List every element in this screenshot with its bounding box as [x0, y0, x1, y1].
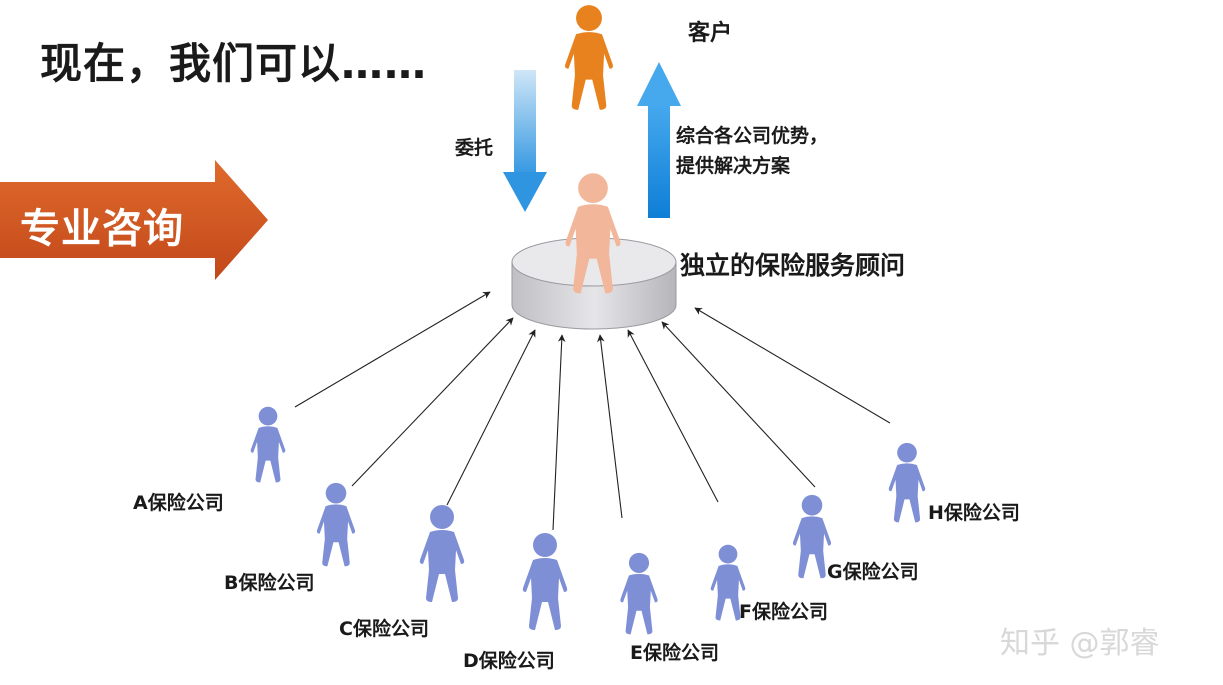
company-label-h: H保险公司 [928, 502, 1020, 524]
company-figure-d [522, 533, 568, 630]
connector-e [597, 334, 623, 519]
company-figure-c [419, 505, 465, 602]
advantage-label: 综合各公司优势， 提供解决方案 [676, 121, 828, 181]
client-label: 客户 [688, 21, 733, 46]
delegate-label: 委托 [455, 137, 494, 159]
page-title: 现在，我们可以…… [40, 39, 428, 88]
advantage-line-2: 提供解决方案 [676, 155, 791, 177]
professional-consulting-arrow [0, 160, 268, 280]
advisor-label: 独立的保险服务顾问 [680, 251, 906, 280]
advantage-line-1: 综合各公司优势， [676, 125, 829, 147]
company-figure-e [620, 552, 658, 635]
company-label-a: A保险公司 [133, 492, 224, 514]
delegate-down-arrow [503, 70, 547, 212]
connector-g [661, 321, 816, 488]
company-figure-h [888, 442, 926, 523]
company-figure-g [792, 494, 832, 579]
professional-consulting-label: 专业咨询 [20, 206, 184, 252]
client-figure [565, 5, 613, 110]
connector-f [627, 329, 719, 503]
connector-d [552, 334, 566, 531]
connector-c [446, 329, 536, 506]
connector-a [294, 291, 491, 408]
company-figure-a [250, 406, 286, 483]
company-label-b: B保险公司 [224, 572, 315, 594]
connector-h [694, 307, 891, 424]
solution-up-arrow [637, 62, 681, 218]
company-label-g: G保险公司 [827, 561, 919, 583]
connector-b [351, 317, 514, 487]
company-label-d: D保险公司 [463, 650, 555, 672]
advisor-pedestal [511, 237, 677, 330]
company-label-e: E保险公司 [630, 642, 719, 664]
watermark: 知乎 @郭睿 [1000, 626, 1160, 661]
connection-lines [294, 291, 891, 531]
company-figure-b [316, 482, 356, 567]
company-label-c: C保险公司 [339, 618, 429, 640]
company-label-f: F保险公司 [739, 601, 828, 623]
